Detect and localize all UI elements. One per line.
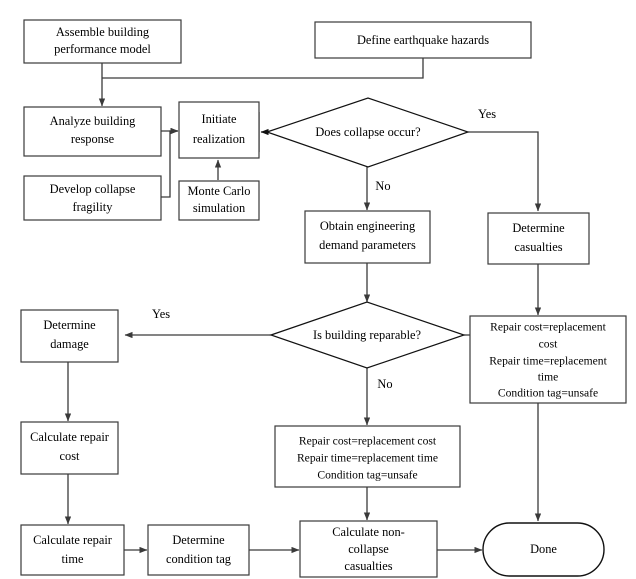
node-calculate-noncollapse-casualties[interactable]: Calculate non- collapse casualties xyxy=(299,520,438,578)
svg-text:response: response xyxy=(71,132,115,146)
svg-text:Repair time=replacement time: Repair time=replacement time xyxy=(297,452,438,465)
svg-text:Monte Carlo: Monte Carlo xyxy=(188,184,251,198)
node-analyze-response[interactable]: Analyze building response xyxy=(23,106,162,157)
svg-text:Initiate: Initiate xyxy=(201,112,237,126)
svg-text:Determine: Determine xyxy=(172,533,225,547)
edge-label-reparable-no: No xyxy=(377,377,392,391)
node-monte-carlo[interactable]: Monte Carlo simulation xyxy=(178,180,260,221)
svg-text:Define earthquake hazards: Define earthquake hazards xyxy=(357,33,489,47)
svg-text:Done: Done xyxy=(530,542,557,556)
node-define-hazards[interactable]: Define earthquake hazards xyxy=(314,21,532,59)
svg-text:casualties: casualties xyxy=(344,559,392,573)
edge-label-collapse-no: No xyxy=(375,179,390,193)
edge-label-collapse-yes: Yes xyxy=(478,107,496,121)
svg-text:Develop collapse: Develop collapse xyxy=(50,182,136,196)
svg-text:casualties: casualties xyxy=(514,240,562,254)
svg-text:demand parameters: demand parameters xyxy=(319,238,416,252)
edge-collapse-yes-to-casualties xyxy=(468,131,542,212)
svg-text:Obtain engineering: Obtain engineering xyxy=(320,219,415,233)
svg-text:Calculate repair: Calculate repair xyxy=(33,533,113,547)
edge-label-reparable-yes: Yes xyxy=(152,307,170,321)
svg-text:Determine: Determine xyxy=(43,318,96,332)
node-determine-condition-tag[interactable]: Determine condition tag xyxy=(147,524,250,576)
svg-text:Assemble building: Assemble building xyxy=(56,25,149,39)
node-determine-casualties[interactable]: Determine casualties xyxy=(487,212,590,265)
svg-text:Repair cost=replacement: Repair cost=replacement xyxy=(490,321,606,334)
svg-text:simulation: simulation xyxy=(193,201,245,215)
node-done[interactable]: Done xyxy=(482,522,605,577)
node-repair-replacement-mid[interactable]: Repair cost=replacement cost Repair time… xyxy=(274,425,461,488)
svg-text:Determine: Determine xyxy=(512,221,565,235)
node-initiate-realization[interactable]: Initiate realization xyxy=(178,101,260,159)
svg-text:Repair time=replacement: Repair time=replacement xyxy=(489,355,607,368)
node-repair-replacement-right[interactable]: Repair cost=replacement cost Repair time… xyxy=(469,315,627,404)
svg-text:damage: damage xyxy=(50,337,89,351)
node-calculate-repair-cost[interactable]: Calculate repair cost xyxy=(20,421,119,475)
svg-text:time: time xyxy=(61,552,84,566)
svg-text:Repair cost=replacement cost: Repair cost=replacement cost xyxy=(299,435,437,448)
node-develop-fragility[interactable]: Develop collapse fragility xyxy=(23,175,162,221)
node-calculate-repair-time[interactable]: Calculate repair time xyxy=(20,524,125,576)
node-assemble-model[interactable]: Assemble building performance model xyxy=(23,19,182,64)
edge-fragility-to-initiate xyxy=(161,127,179,198)
svg-text:Condition tag=unsafe: Condition tag=unsafe xyxy=(498,387,598,400)
node-obtain-edp[interactable]: Obtain engineering demand parameters xyxy=(304,210,431,264)
svg-text:collapse: collapse xyxy=(348,542,389,556)
svg-text:Is building reparable?: Is building reparable? xyxy=(313,328,421,342)
svg-text:time: time xyxy=(538,371,559,384)
svg-text:Does collapse occur?: Does collapse occur? xyxy=(315,125,420,139)
node-does-collapse-occur[interactable]: Does collapse occur? xyxy=(265,97,470,168)
svg-text:performance model: performance model xyxy=(54,42,151,56)
svg-text:Analyze building: Analyze building xyxy=(50,114,136,128)
svg-text:fragility: fragility xyxy=(73,200,114,214)
svg-text:Condition tag=unsafe: Condition tag=unsafe xyxy=(317,469,417,482)
svg-text:condition tag: condition tag xyxy=(166,552,231,566)
edge-hazards-to-trunk xyxy=(102,58,424,79)
svg-text:Calculate repair: Calculate repair xyxy=(30,430,110,444)
node-determine-damage[interactable]: Determine damage xyxy=(20,309,119,363)
svg-text:cost: cost xyxy=(539,338,558,351)
svg-text:Calculate non-: Calculate non- xyxy=(332,525,405,539)
svg-text:cost: cost xyxy=(60,449,81,463)
svg-text:realization: realization xyxy=(193,132,245,146)
node-is-building-reparable[interactable]: Is building reparable? xyxy=(269,301,466,369)
